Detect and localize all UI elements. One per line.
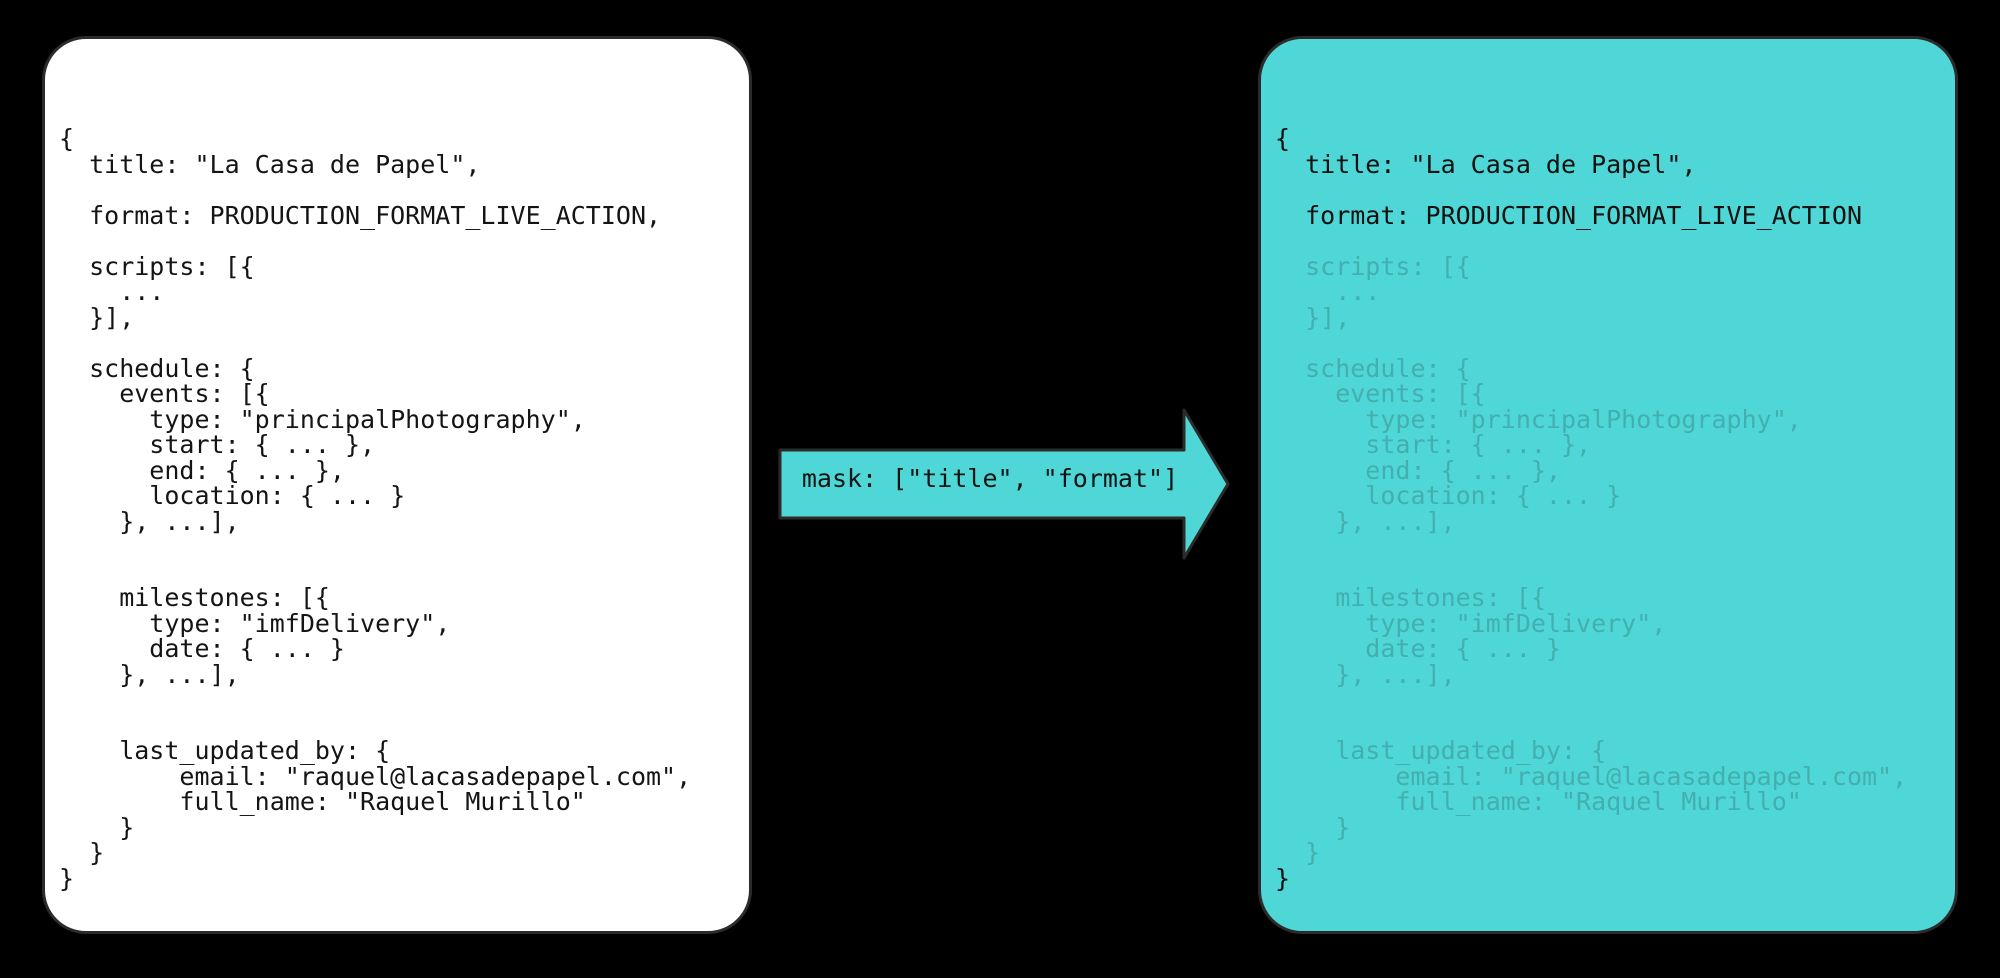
code-line: ... <box>59 277 165 306</box>
code-line-masked: scripts: [{ <box>1275 251 1471 281</box>
code-line-masked: type: "imfDelivery", <box>1275 608 1667 638</box>
mask-arrow-shape <box>778 408 1230 560</box>
code-line-masked: full_name: "Raquel Murillo" <box>1275 787 1802 816</box>
code-line-masked: email: "raquel@lacasadepapel.com", <box>1275 761 1908 791</box>
code-line: last_updated_by: { <box>59 736 391 765</box>
code-line: }, ...], <box>59 506 240 536</box>
code-line <box>59 330 691 356</box>
code-line-unmasked: format: PRODUCTION_FORMAT_LIVE_ACTION <box>1275 200 1862 230</box>
code-line-masked: ... <box>1275 277 1381 306</box>
code-line-masked: location: { ... } <box>1275 481 1622 510</box>
code-line-masked: start: { ... }, <box>1275 430 1592 459</box>
code-line-masked: }, ...], <box>1275 659 1456 689</box>
code-line: type: "principalPhotography", <box>59 404 586 434</box>
code-line-masked: }], <box>1275 302 1351 332</box>
code-line: }], <box>59 302 135 332</box>
code-line-masked <box>1275 330 1907 356</box>
code-line <box>59 534 691 560</box>
source-document-code: { title: "La Casa de Papel", format: PRO… <box>59 126 691 891</box>
code-line: email: "raquel@lacasadepapel.com", <box>59 761 692 791</box>
code-line-masked: last_updated_by: { <box>1275 736 1607 765</box>
mask-arrow <box>766 396 1236 572</box>
code-line: full_name: "Raquel Murillo" <box>59 787 586 816</box>
code-line-masked: events: [{ <box>1275 379 1486 408</box>
masked-document-card: { title: "La Casa de Papel", format: PRO… <box>1258 36 1958 934</box>
code-line: } <box>59 812 135 842</box>
code-line-unmasked: } <box>1275 863 1291 893</box>
code-line: { <box>59 124 75 153</box>
masked-document-code: { title: "La Casa de Papel", format: PRO… <box>1275 126 1907 891</box>
code-line-masked <box>1275 228 1907 254</box>
code-line: start: { ... }, <box>59 430 376 459</box>
code-line-masked: type: "principalPhotography", <box>1275 404 1802 434</box>
code-line: } <box>59 838 105 867</box>
source-document-card: { title: "La Casa de Papel", format: PRO… <box>42 36 752 934</box>
code-line: schedule: { <box>59 353 255 383</box>
code-line-masked <box>1275 713 1907 739</box>
code-line: end: { ... }, <box>59 455 345 485</box>
code-line-masked: end: { ... }, <box>1275 455 1561 485</box>
code-line <box>59 560 691 586</box>
code-line-unmasked: title: "La Casa de Papel", <box>1275 149 1697 179</box>
code-line-masked: schedule: { <box>1275 353 1471 383</box>
code-line: milestones: [{ <box>59 583 330 612</box>
code-line <box>59 177 691 203</box>
code-line: type: "imfDelivery", <box>59 608 451 638</box>
code-line-masked: } <box>1275 812 1351 842</box>
code-line: scripts: [{ <box>59 251 255 281</box>
code-line: format: PRODUCTION_FORMAT_LIVE_ACTION, <box>59 200 662 230</box>
code-line: }, ...], <box>59 659 240 689</box>
code-line-masked <box>1275 560 1907 586</box>
code-line: events: [{ <box>59 379 270 408</box>
code-line-masked <box>1275 177 1907 203</box>
code-line: title: "La Casa de Papel", <box>59 149 481 179</box>
code-line: location: { ... } <box>59 481 406 510</box>
code-line-masked: date: { ... } <box>1275 634 1561 663</box>
code-line-masked: } <box>1275 838 1321 867</box>
code-line-masked <box>1275 687 1907 713</box>
code-line: date: { ... } <box>59 634 345 663</box>
code-line-masked <box>1275 534 1907 560</box>
code-line: } <box>59 863 75 893</box>
code-line <box>59 228 691 254</box>
code-line-masked: milestones: [{ <box>1275 583 1546 612</box>
code-line <box>59 713 691 739</box>
code-line <box>59 687 691 713</box>
code-line-unmasked: { <box>1275 124 1291 153</box>
code-line-masked: }, ...], <box>1275 506 1456 536</box>
